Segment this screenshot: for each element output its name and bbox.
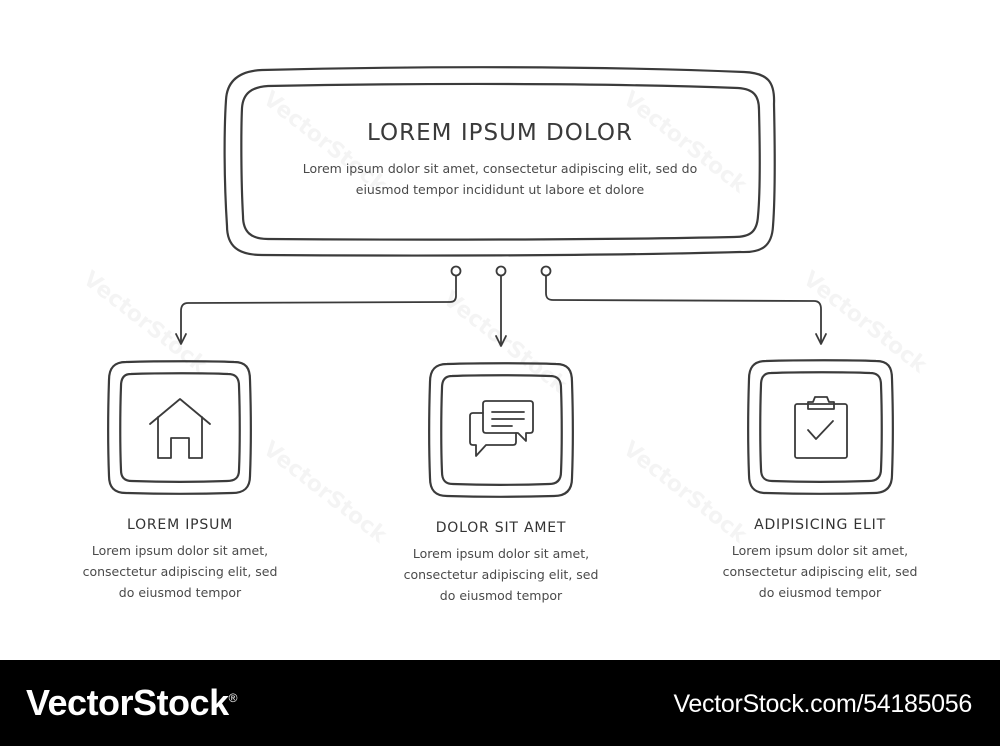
item-frame-left [107,360,252,495]
diagram-drawing [107,66,894,498]
item-description-right: Lorem ipsum dolor sit amet, consectetur … [710,540,930,603]
registered-mark: ® [228,691,238,705]
description-line: consectetur adipiscing elit, sed [82,564,278,579]
infographic-canvas: VectorStock VectorStock VectorStock Vect… [70,66,931,606]
header-frame [223,66,776,257]
brand-name: VectorStock [26,682,229,723]
item-description-left: Lorem ipsum dolor sit amet, consectetur … [70,540,290,603]
description-line: eiusmod tempor incididunt ut labore et d… [355,182,645,197]
connector-middle [495,265,507,347]
connector-right [540,265,827,345]
description-line: Lorem ipsum dolor sit amet, [91,543,269,558]
item-description-middle: Lorem ipsum dolor sit amet, consectetur … [391,543,611,606]
description-line: do eiusmod tempor [118,585,242,600]
connector-left [175,265,462,345]
footer-image-id: VectorStock.com/54185056 [673,690,972,718]
description-line: do eiusmod tempor [439,588,563,603]
item-title-left: LOREM IPSUM [126,517,233,533]
footer-brand: VectorStock® [26,682,237,724]
diagram-title: LOREM IPSUM DOLOR [367,120,633,146]
chat-bubbles-icon [469,400,534,457]
description-line: do eiusmod tempor [758,585,882,600]
description-line: Lorem ipsum dolor sit amet, consectetur … [302,161,698,176]
item-frame-middle [428,362,574,498]
description-line: consectetur adipiscing elit, sed [722,564,918,579]
item-frame-right [747,359,894,495]
diagram-description: Lorem ipsum dolor sit amet, consectetur … [290,158,710,200]
description-line: consectetur adipiscing elit, sed [403,567,599,582]
clipboard-check-icon [794,396,848,459]
footer-bar: VectorStock® VectorStock.com/54185056 [0,660,1000,746]
home-icon [149,398,211,459]
item-title-right: ADIPISICING ELIT [754,517,886,533]
description-line: Lorem ipsum dolor sit amet, [731,543,909,558]
item-title-middle: DOLOR SIT AMET [435,520,567,536]
description-line: Lorem ipsum dolor sit amet, [412,546,590,561]
